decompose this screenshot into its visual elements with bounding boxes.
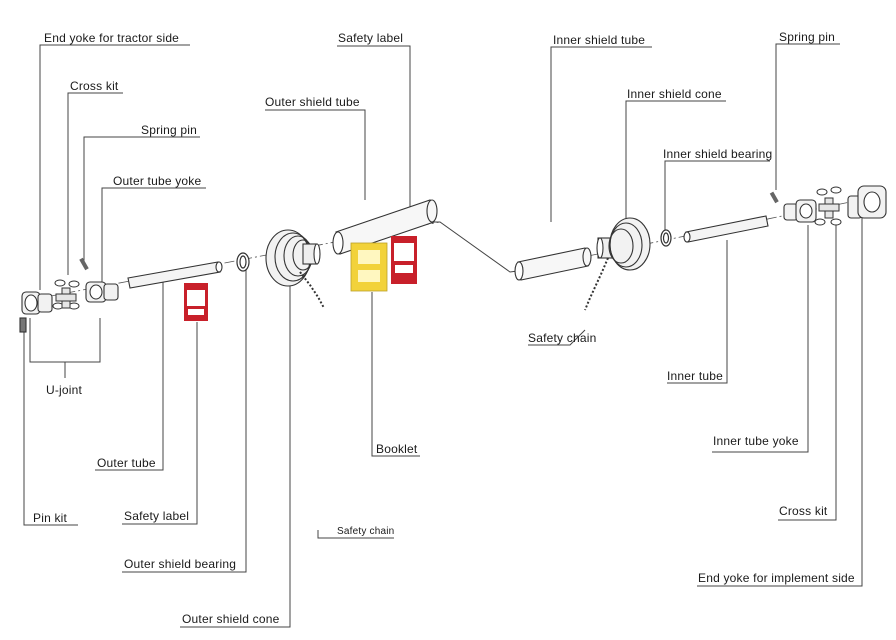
- cross-kit-left-part: [52, 279, 80, 310]
- label-pin-kit: Pin kit: [33, 511, 68, 525]
- u-joint-bracket: [29, 318, 101, 363]
- label-u-joint: U-joint: [46, 383, 83, 397]
- leader-outer-shield-tube: [265, 109, 366, 200]
- spring-pin-left-part: [79, 257, 89, 271]
- end-yoke-tractor-part: [19, 291, 53, 333]
- label-spring-pin-right: Spring pin: [779, 30, 836, 44]
- leader-safety-chain-right: [528, 329, 586, 346]
- axis-centerline: [29, 199, 861, 301]
- leader-inner-shield-tube: [550, 46, 652, 222]
- leader-safety-label-left: [122, 322, 198, 525]
- inner-tube-yoke-part: [783, 199, 817, 223]
- label-inner-shield-bearing: Inner shield bearing: [663, 147, 773, 161]
- inner-shield-bearing-part: [660, 229, 672, 247]
- label-outer-tube-yoke: Outer tube yoke: [113, 174, 202, 188]
- label-safety-label-left: Safety label: [124, 509, 190, 523]
- label-safety-label-top: Safety label: [338, 31, 404, 45]
- label-inner-shield-tube: Inner shield tube: [553, 33, 646, 47]
- outer-shield-tube-part: [332, 199, 438, 255]
- leader-outer-tube-yoke: [101, 187, 206, 284]
- booklet-part: [350, 242, 388, 292]
- outer-shield-cone-part: [265, 229, 321, 287]
- label-outer-shield-bearing: Outer shield bearing: [124, 557, 237, 571]
- leader-lines: [23, 43, 863, 628]
- label-end-yoke-tractor: End yoke for tractor side: [44, 31, 180, 45]
- safety-chain-left-part: [299, 271, 325, 309]
- label-safety-chain-right: Safety chain: [528, 331, 597, 345]
- safety-label-left-part: [184, 283, 208, 321]
- label-outer-tube: Outer tube: [97, 456, 156, 470]
- label-outer-shield-tube: Outer shield tube: [265, 95, 360, 109]
- label-end-yoke-implement: End yoke for implement side: [698, 571, 855, 585]
- leader-inner-shield-bearing: [664, 160, 770, 230]
- leader-cross-kit-right: [778, 220, 837, 521]
- leader-spring-pin-left: [83, 136, 200, 262]
- label-inner-shield-cone: Inner shield cone: [627, 87, 722, 101]
- inner-shield-tube-part: [514, 247, 592, 281]
- leader-outer-shield-bearing: [122, 270, 247, 573]
- outer-tube-yoke-part: [85, 281, 119, 303]
- leader-inner-tube-yoke: [712, 225, 809, 453]
- label-safety-chain-left: Safety chain: [337, 526, 395, 537]
- inner-shield-cone-part: [596, 217, 651, 271]
- safety-chain-right-part: [584, 257, 609, 311]
- leader-safety-chain-left: [317, 530, 394, 539]
- leader-outer-tube: [95, 280, 164, 471]
- leader-end-yoke-tractor: [39, 44, 190, 290]
- outer-shield-bearing-part: [236, 252, 250, 272]
- label-cross-kit-right: Cross kit: [779, 504, 828, 518]
- leader-safety-label-top: [337, 45, 411, 228]
- leader-cross-kit-left: [67, 92, 123, 275]
- end-yoke-implement-part: [847, 185, 887, 219]
- label-inner-tube-yoke: Inner tube yoke: [713, 434, 799, 448]
- leader-inner-tube: [667, 240, 728, 384]
- leader-inner-shield-cone: [625, 100, 726, 218]
- leader-outer-shield-cone: [180, 278, 291, 628]
- leader-end-yoke-implement: [697, 215, 863, 587]
- axis-joint-line: [420, 221, 526, 273]
- leader-booklet: [371, 292, 420, 457]
- safety-label-top-part: [391, 236, 417, 284]
- label-cross-kit-left: Cross kit: [70, 79, 119, 93]
- inner-tube-part: [683, 215, 769, 243]
- leader-spring-pin-right: [775, 43, 840, 190]
- label-inner-tube: Inner tube: [667, 369, 724, 383]
- leader-pin-kit: [23, 332, 78, 526]
- cross-kit-right-part: [814, 186, 842, 226]
- label-outer-shield-cone: Outer shield cone: [182, 612, 280, 626]
- label-spring-pin-left: Spring pin: [141, 123, 198, 137]
- spring-pin-right-part: [769, 191, 779, 204]
- label-booklet: Booklet: [376, 442, 418, 456]
- outer-tube-part: [127, 261, 223, 289]
